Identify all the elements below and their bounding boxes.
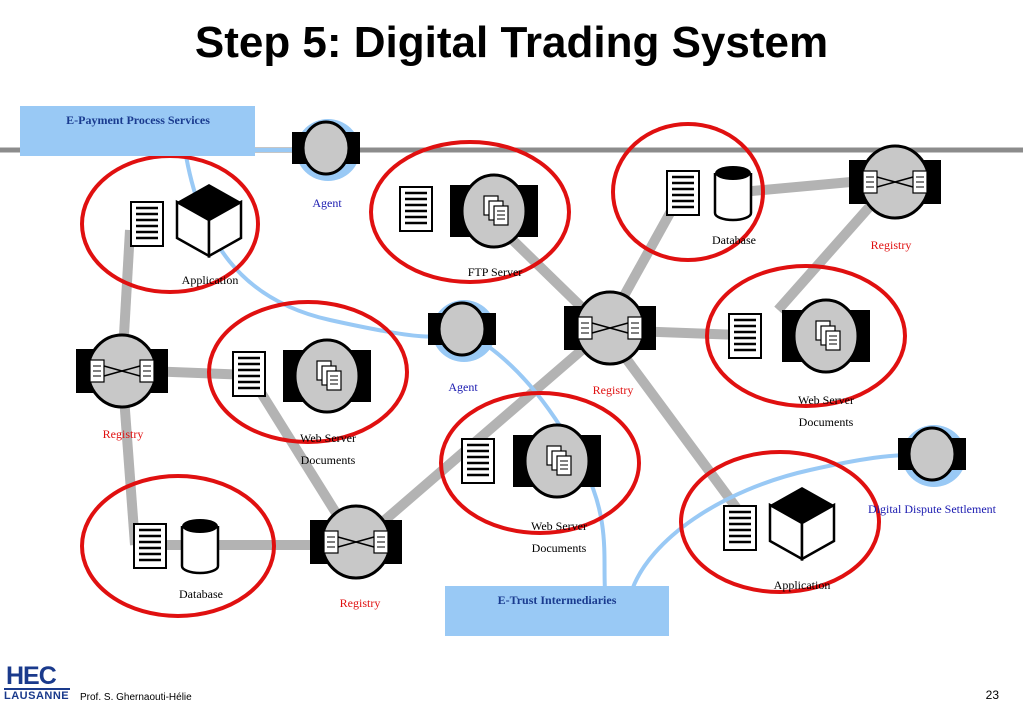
cube-icon <box>768 485 836 561</box>
server-icon <box>780 298 872 374</box>
etrust-box <box>445 586 669 636</box>
hec-logo: HEC <box>6 662 57 690</box>
database-icon <box>180 517 220 575</box>
server-icon <box>511 423 603 499</box>
application-label: Application <box>774 578 831 592</box>
document-icon <box>665 169 701 217</box>
document-icon <box>727 312 763 360</box>
document-icon <box>398 185 434 233</box>
epayment-box-label: E-Payment Process Services <box>66 113 210 127</box>
registry-label: Registry <box>593 383 634 397</box>
document-icon <box>132 522 168 570</box>
application-label: Application <box>182 273 239 287</box>
registry-label: Registry <box>340 596 381 610</box>
database-label: Database <box>179 587 223 601</box>
agent-icon <box>290 117 362 183</box>
server-icon <box>448 173 540 249</box>
document-icon <box>231 350 267 398</box>
registry-label: Registry <box>103 427 144 441</box>
ftp-server-label: FTP Server <box>468 265 523 279</box>
agent-icon <box>896 423 968 489</box>
dispute-settlement-label: Digital Dispute Settlement <box>868 502 997 516</box>
lausanne-logo: LAUSANNE <box>4 690 70 702</box>
page-number: 23 <box>985 688 999 702</box>
documents-label: Documents <box>532 541 587 555</box>
node-rings <box>80 122 907 618</box>
document-icon <box>460 437 496 485</box>
database-icon <box>713 164 753 222</box>
logo-divider <box>4 688 70 690</box>
server-icon <box>281 338 373 414</box>
database-label: Database <box>712 233 756 247</box>
epayment-box <box>20 106 255 156</box>
agent-label: Agent <box>312 196 342 210</box>
page-title: Step 5: Digital Trading System <box>194 18 829 67</box>
router-icon <box>74 333 170 409</box>
web-server-label: Web Server <box>300 431 356 445</box>
footer-author: Prof. S. Ghernaouti-Hélie <box>80 692 192 703</box>
cube-icon <box>175 182 243 258</box>
web-server-label: Web Server <box>798 393 854 407</box>
agent-icon <box>426 298 498 364</box>
document-icon <box>129 200 165 248</box>
document-icon <box>722 504 758 552</box>
documents-label: Documents <box>301 453 356 467</box>
agent-label: Agent <box>448 380 478 394</box>
etrust-box-label: E-Trust Intermediaries <box>498 593 617 607</box>
documents-label: Documents <box>799 415 854 429</box>
registry-label: Registry <box>871 238 912 252</box>
web-server-label: Web Server <box>531 519 587 533</box>
